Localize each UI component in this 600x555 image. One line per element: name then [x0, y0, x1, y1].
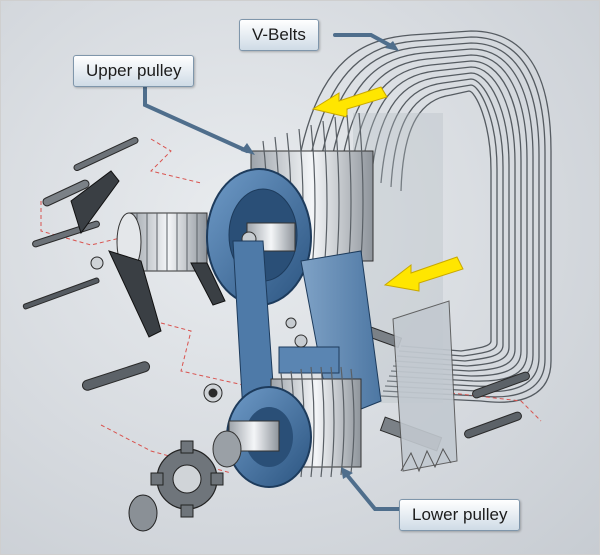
upper-pulley-label: Upper pulley [73, 55, 195, 87]
drive-coupling-illustration [128, 440, 224, 532]
v-belts-label: V-Belts [239, 19, 319, 51]
lower-pulley-label: Lower pulley [399, 499, 521, 531]
idler-pulley-illustration [70, 170, 226, 338]
lower-pulley-illustration [212, 366, 362, 488]
lower-arrow-icon [383, 256, 464, 292]
upper-arrow-icon [311, 86, 388, 118]
belt-direction-arrows [311, 86, 464, 292]
callout-leader-lines [143, 33, 401, 511]
